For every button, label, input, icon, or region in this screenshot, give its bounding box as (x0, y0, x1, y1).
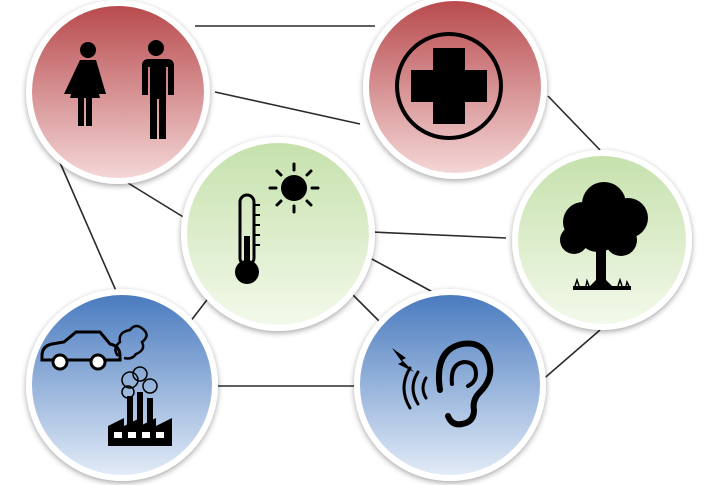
car-factory-smoke-icon (40, 324, 172, 446)
edge-people-health-lower (214, 91, 361, 125)
edges (57, 25, 601, 387)
node-pollution (26, 289, 218, 481)
node-people (26, 0, 210, 184)
edge-climate-noise-lower (349, 291, 381, 323)
node-noise (354, 289, 546, 481)
ear-noise-icon (392, 340, 494, 428)
edge-people-pollution (57, 157, 121, 301)
edge-health-nature (547, 95, 601, 151)
medical-cross-icon (395, 32, 503, 140)
edge-climate-nature (371, 231, 507, 239)
tree-icon (560, 182, 648, 290)
thermometer-sun-icon (235, 162, 320, 284)
edge-climate-noise (369, 257, 441, 297)
node-nature (512, 150, 692, 330)
node-health (363, 0, 547, 179)
people-icon (64, 40, 174, 139)
node-climate (181, 137, 375, 331)
edge-noise-nature (539, 329, 601, 383)
